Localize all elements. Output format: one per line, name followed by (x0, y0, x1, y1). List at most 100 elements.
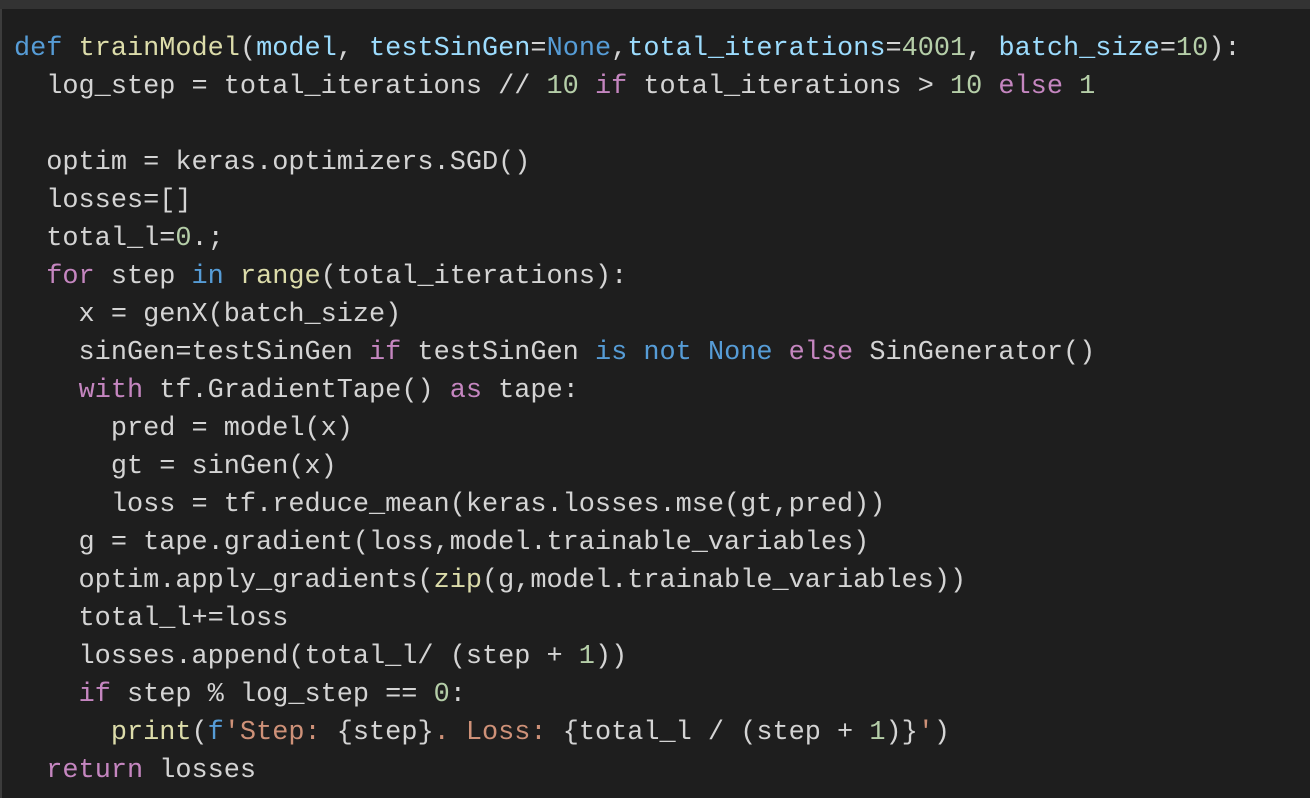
code-token-plain (14, 756, 46, 786)
code-token-number: 1 (578, 642, 595, 672)
editor-top-strip (0, 0, 1310, 9)
code-token-control: else (788, 338, 854, 368)
code-token-string: ' (917, 718, 934, 748)
code-token-plain (14, 718, 111, 748)
code-token-number: 0 (433, 680, 450, 710)
code-token-plain: testSinGen (401, 338, 595, 368)
code-line: total_l=0.; (14, 220, 1241, 258)
code-token-plain: {step} (336, 718, 434, 748)
code-token-plain: ( (191, 718, 208, 748)
code-token-plain: pred = model(x) (14, 414, 353, 444)
code-line (14, 106, 1241, 144)
code-token-plain: , (336, 34, 370, 64)
code-token-control: with (78, 376, 144, 406)
code-token-control: else (998, 72, 1063, 102)
code-token-function: print (110, 718, 192, 748)
code-token-plain (627, 338, 643, 368)
code-token-plain: losses (143, 756, 257, 786)
code-line: for step in range(total_iterations): (14, 258, 1241, 296)
code-token-plain: )} (885, 718, 918, 748)
code-token-plain (62, 34, 78, 64)
code-token-plain (14, 680, 79, 710)
code-line: if step % log_step == 0: (14, 676, 1241, 714)
code-token-plain: , (966, 34, 999, 64)
code-token-keyword: in (191, 262, 224, 292)
code-token-keyword: None (546, 34, 612, 64)
code-token-plain: tf.GradientTape() (143, 376, 450, 406)
code-token-plain: g = tape.gradient(loss,model.trainable_v… (14, 528, 870, 558)
code-token-plain: {total_l / (step + (562, 718, 870, 748)
code-token-string: 'Step: (223, 718, 337, 748)
code-token-plain: = (1159, 34, 1176, 64)
code-line: x = genX(batch_size) (14, 296, 1241, 334)
code-token-number: 10 (949, 72, 983, 102)
code-token-keyword: def (14, 34, 63, 64)
code-token-plain: log_step = total_iterations // (14, 72, 547, 102)
code-token-keyword: is (594, 338, 628, 368)
code-token-builtin: zip (433, 566, 482, 596)
code-token-plain: optim.apply_gradients( (14, 566, 434, 596)
code-token-plain: losses=[] (14, 186, 192, 216)
code-token-plain (579, 72, 595, 102)
code-token-plain: ): (1208, 34, 1241, 64)
code-token-number: 4001 (901, 34, 967, 64)
code-token-builtin: range (239, 262, 321, 292)
code-token-plain: ) (933, 718, 951, 748)
code-token-plain: : (449, 680, 466, 710)
code-token-plain (982, 72, 998, 102)
code-token-plain: tape: (482, 376, 579, 406)
code-token-plain: total_l+=loss (14, 604, 289, 634)
code-token-keyword: not (643, 338, 692, 368)
code-line: optim = keras.optimizers.SGD() (14, 144, 1241, 182)
code-block[interactable]: def trainModel(model, testSinGen=None,to… (14, 30, 1241, 790)
code-token-plain (224, 262, 240, 292)
code-token-plain: = (885, 34, 902, 64)
code-token-plain: )) (594, 642, 628, 672)
code-token-plain: x = genX(batch_size) (14, 300, 402, 330)
code-token-plain: loss = tf.reduce_mean(keras.losses.mse(g… (14, 490, 886, 520)
code-token-plain: = (530, 34, 547, 64)
code-token-keyword: f (207, 718, 224, 748)
code-token-plain: losses.append(total_l/ (step + (14, 642, 579, 672)
code-token-plain: step % log_step == (110, 680, 434, 710)
code-line: return losses (14, 752, 1241, 790)
code-token-plain (14, 376, 79, 406)
code-line: losses=[] (14, 182, 1241, 220)
code-token-plain: step (94, 262, 192, 292)
code-token-plain: sinGen=testSinGen (14, 338, 370, 368)
code-token-number: 10 (1175, 34, 1209, 64)
code-line: gt = sinGen(x) (14, 448, 1241, 486)
code-token-control: if (594, 72, 628, 102)
code-line: total_l+=loss (14, 600, 1241, 638)
code-line: loss = tf.reduce_mean(keras.losses.mse(g… (14, 486, 1241, 524)
code-token-plain: optim = keras.optimizers.SGD() (14, 148, 531, 178)
code-line: sinGen=testSinGen if testSinGen is not N… (14, 334, 1241, 372)
code-token-plain (1063, 72, 1079, 102)
code-token-control: as (449, 376, 483, 406)
code-token-number: 1 (869, 718, 886, 748)
code-line: optim.apply_gradients(zip(g,model.traina… (14, 562, 1241, 600)
code-token-number: 0 (175, 224, 192, 254)
code-token-plain (14, 262, 46, 292)
code-line: log_step = total_iterations // 10 if tot… (14, 68, 1241, 106)
code-token-control: for (46, 262, 95, 292)
code-token-plain: SinGenerator() (853, 338, 1096, 368)
code-token-param: model (256, 34, 337, 64)
code-token-plain: total_l= (14, 224, 176, 254)
code-token-control: if (369, 338, 402, 368)
code-token-plain (773, 338, 789, 368)
code-line: pred = model(x) (14, 410, 1241, 448)
code-line: print(f'Step: {step}. Loss: {total_l / (… (14, 714, 1241, 752)
code-token-string: . Loss: (433, 718, 563, 748)
code-token-number: 10 (546, 72, 579, 102)
code-token-keyword: None (707, 338, 773, 368)
code-token-param: batch_size (998, 34, 1160, 64)
code-token-control: if (78, 680, 111, 710)
code-token-plain: , (611, 34, 628, 64)
code-token-function: trainModel (78, 34, 240, 64)
code-token-plain: (g,model.trainable_variables)) (481, 566, 967, 596)
code-token-param: total_iterations (627, 34, 886, 64)
code-token-plain: .; (191, 224, 224, 254)
code-token-plain: total_iterations > (627, 72, 950, 102)
code-token-plain (692, 338, 708, 368)
